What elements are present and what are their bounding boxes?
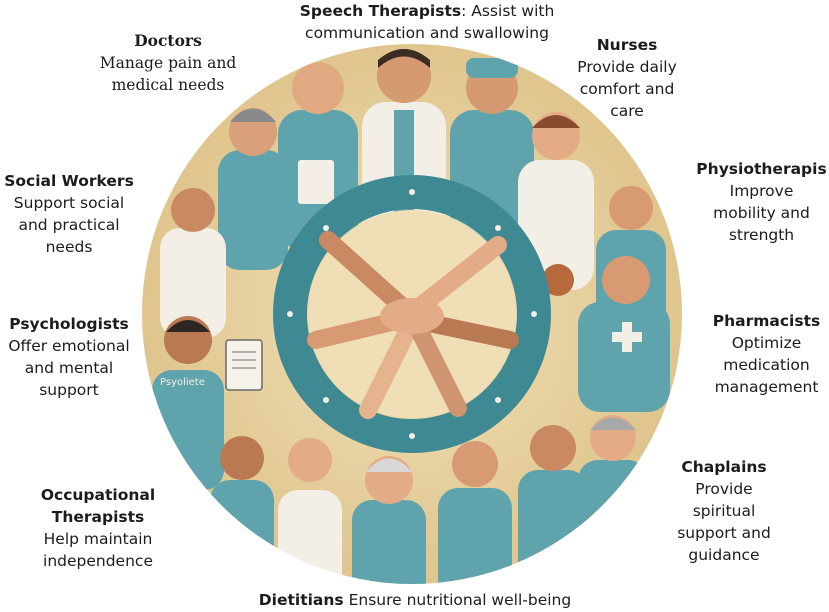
speech-therapists-desc-inline: : Assist with [461, 2, 555, 20]
psychologists-desc-2: support [39, 381, 99, 399]
occupational-therapists-name-0: Occupational [40, 486, 156, 504]
label-dietitians: Dietitians Ensure nutritional well-being [230, 589, 600, 611]
pharmacists-desc-1: medication [723, 356, 810, 374]
label-physiotherapists: Physiotherapis Improve mobility and stre… [694, 158, 829, 246]
joined-hands [307, 231, 519, 419]
label-chaplains: Chaplains Provide spiritual support and … [662, 456, 786, 566]
figure-bottom-4 [438, 441, 512, 584]
psychologists-desc-0: Offer emotional [8, 337, 130, 355]
pharmacists-desc-2: management [714, 378, 819, 396]
label-doctors: Doctors Manage pain and medical needs [88, 30, 248, 96]
label-occupational-therapists: Occupational Therapists Help maintain in… [28, 484, 168, 572]
figure-left-social-worker [160, 188, 226, 338]
nurses-desc-0: Provide daily [577, 58, 677, 76]
doctors-desc-0: Manage pain and [99, 54, 237, 72]
figure-right-pharmacist [578, 256, 670, 412]
psychologist-badge-text: Psyoliete [160, 377, 205, 388]
social-workers-desc-0: Support social [13, 194, 125, 212]
pharmacists-name: Pharmacists [712, 312, 821, 330]
label-speech-therapists: Speech Therapists: Assist with communica… [262, 0, 592, 44]
physiotherapists-desc-0: Improve [729, 182, 794, 200]
clipboard [225, 339, 263, 391]
occupational-therapists-name-1: Therapists [51, 508, 145, 526]
nurses-desc-1: comfort and [579, 80, 675, 98]
chaplains-name: Chaplains [681, 458, 767, 476]
dietitians-desc-inline: Ensure nutritional well-being [348, 591, 572, 609]
doctors-desc-1: medical needs [111, 76, 225, 94]
chaplains-desc-3: guidance [688, 546, 760, 564]
social-workers-name: Social Workers [4, 172, 134, 190]
social-workers-desc-2: needs [45, 238, 93, 256]
label-psychologists: Psychologists Offer emotional and mental… [0, 313, 138, 401]
dietitians-name: Dietitians [258, 591, 344, 609]
chaplains-desc-0: Provide [695, 480, 753, 498]
speech-therapists-name: Speech Therapists [299, 2, 462, 20]
psychologists-name: Psychologists [9, 315, 129, 333]
speech-therapists-desc: communication and swallowing [305, 24, 549, 42]
label-social-workers: Social Workers Support social and practi… [0, 170, 138, 258]
occupational-therapists-desc-0: Help maintain [43, 530, 153, 548]
chaplains-desc-1: spiritual [692, 502, 756, 520]
label-nurses: Nurses Provide daily comfort and care [564, 34, 690, 122]
label-pharmacists: Pharmacists Optimize medication manageme… [704, 310, 829, 398]
nurses-name: Nurses [596, 36, 658, 54]
figure-bottom-dietitian [352, 456, 426, 584]
care-team-illustration: Psyoliete [142, 44, 682, 584]
nurses-desc-2: care [610, 102, 644, 120]
psychologists-desc-1: and mental [24, 359, 114, 377]
physiotherapists-name: Physiotherapis [696, 160, 827, 178]
physiotherapists-desc-2: strength [728, 226, 795, 244]
figure-top-left-doctor [218, 108, 288, 270]
doctors-name: Doctors [134, 31, 202, 50]
occupational-therapists-desc-1: independence [43, 552, 153, 570]
social-workers-desc-1: and practical [18, 216, 120, 234]
chaplains-desc-2: support and [677, 524, 771, 542]
physiotherapists-desc-1: mobility and [713, 204, 810, 222]
pharmacists-desc-0: Optimize [731, 334, 802, 352]
